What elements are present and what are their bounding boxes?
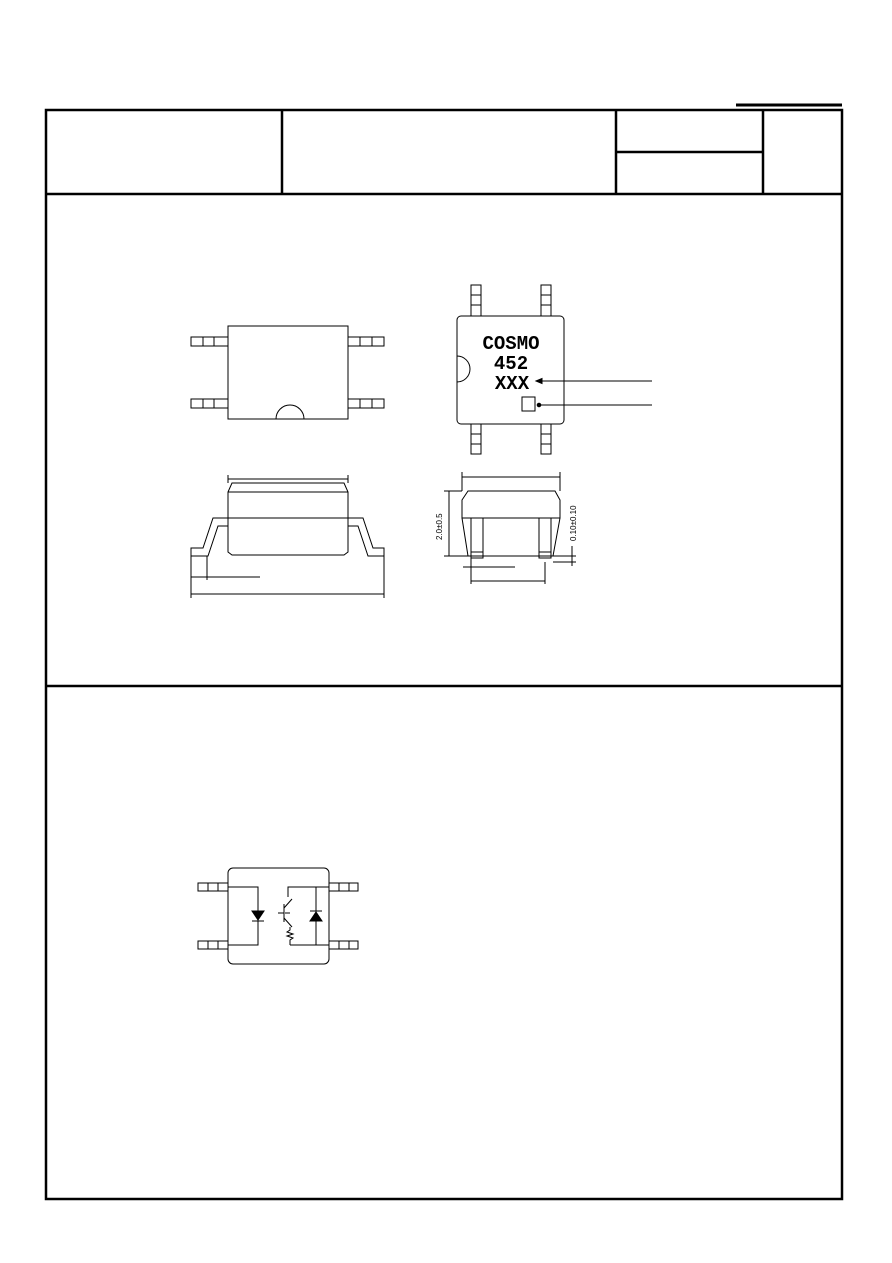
part-number-marking: 452 (494, 353, 528, 375)
side-view-end (444, 472, 576, 584)
page-frame (44, 108, 844, 1201)
marking-view-outline (456, 284, 565, 455)
marking-leaders (534, 377, 652, 408)
title-block (46, 110, 842, 196)
height-dimension-label: 2.0±0.5 (435, 513, 444, 540)
standoff-dimension-label: 0.10±0.10 (569, 505, 578, 541)
top-view-outline (190, 325, 385, 420)
led-diode-icon (251, 910, 265, 921)
brand-marking: COSMO (482, 333, 539, 355)
protection-diode-icon (309, 911, 323, 922)
side-view-long (190, 475, 385, 598)
circuit-diode-symbols (251, 910, 323, 922)
circuit-diagram (197, 867, 359, 965)
lot-code-marking: XXX (495, 373, 530, 395)
